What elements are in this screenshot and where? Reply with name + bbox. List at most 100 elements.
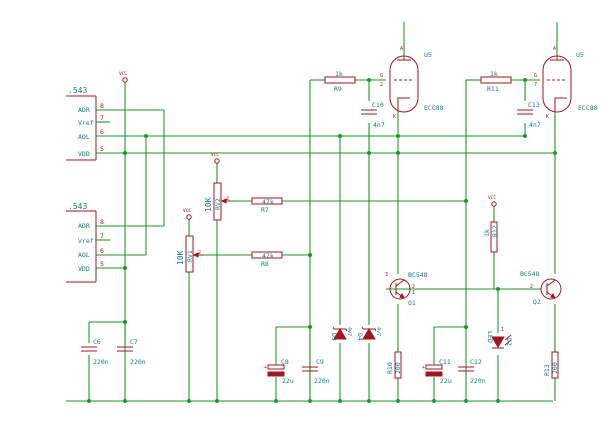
svg-text:6: 6 bbox=[100, 128, 104, 136]
svg-text:6: 6 bbox=[100, 247, 104, 255]
resistor-r8: 47k R8 bbox=[251, 251, 283, 268]
svg-text:1k: 1k bbox=[490, 70, 498, 78]
svg-text:7: 7 bbox=[534, 82, 537, 88]
svg-text:10K: 10K bbox=[204, 197, 213, 212]
svg-text:1k: 1k bbox=[335, 70, 343, 78]
svg-text:47k: 47k bbox=[262, 252, 274, 260]
svg-text:RV2: RV2 bbox=[214, 198, 222, 210]
zener-diode-d4: D4 4v7 bbox=[356, 326, 381, 341]
svg-text:220n: 220n bbox=[470, 377, 486, 385]
svg-text:VCC: VCC bbox=[183, 208, 191, 214]
svg-text:220n: 220n bbox=[130, 358, 146, 366]
led-diode-d2: LED D2 1 bbox=[486, 327, 513, 349]
svg-text:K: K bbox=[546, 114, 549, 120]
vcc-symbol-2: VCC bbox=[211, 152, 220, 164]
svg-text:C10: C10 bbox=[372, 101, 384, 109]
svg-text:ADR: ADR bbox=[78, 106, 90, 114]
svg-text:2: 2 bbox=[530, 284, 533, 290]
svg-text:BC548: BC548 bbox=[408, 271, 428, 279]
svg-text:C13: C13 bbox=[528, 101, 540, 109]
svg-text:+: + bbox=[422, 365, 425, 371]
svg-text:D2: D2 bbox=[505, 338, 513, 346]
potentiometer-rv2: 2 10K RV2 bbox=[204, 182, 231, 221]
resistor-r12: R12 1k bbox=[483, 221, 499, 253]
capacitor-c12: C12 220n bbox=[458, 358, 486, 385]
capacitor-c7: C7 220n bbox=[117, 338, 146, 366]
capacitor-c6: C6 220n bbox=[81, 338, 109, 366]
svg-text:8: 8 bbox=[100, 218, 104, 226]
capacitor-c10: C10 4n7 bbox=[361, 101, 385, 129]
svg-text:Vref: Vref bbox=[78, 119, 94, 127]
transistor-q2: BC548 Q2 2 bbox=[520, 270, 562, 306]
tube-u5a: U5 ECC88 A G 2 K bbox=[380, 46, 444, 120]
svg-text:2: 2 bbox=[412, 284, 415, 290]
svg-text:4n7: 4n7 bbox=[529, 121, 541, 129]
svg-text:Q1: Q1 bbox=[408, 299, 416, 307]
svg-text:R9: R9 bbox=[334, 85, 342, 93]
resistor-r9: 1k R9 bbox=[324, 70, 356, 93]
svg-text:ECC88: ECC88 bbox=[424, 104, 444, 112]
svg-text:1k: 1k bbox=[483, 229, 491, 237]
capacitor-c11: + C11 22u bbox=[422, 358, 452, 385]
svg-text:C8: C8 bbox=[281, 358, 289, 366]
svg-text:4n7: 4n7 bbox=[373, 121, 385, 129]
svg-text:C9: C9 bbox=[316, 358, 324, 366]
svg-text:VCC: VCC bbox=[119, 71, 127, 77]
resistor-r11: 1k R11 bbox=[480, 70, 512, 93]
vcc-symbol-3: VCC bbox=[183, 208, 192, 220]
junctions bbox=[87, 78, 557, 403]
svg-text:22u: 22u bbox=[440, 377, 452, 385]
svg-text:LED: LED bbox=[486, 331, 494, 343]
svg-text:4v7: 4v7 bbox=[346, 327, 352, 336]
svg-text:R11: R11 bbox=[487, 85, 499, 93]
svg-text:+: + bbox=[264, 365, 267, 371]
svg-text:VDD: VDD bbox=[78, 150, 90, 158]
svg-text:D3: D3 bbox=[330, 333, 338, 341]
ic-block-1: .543 ADR Vref AOL VDD 8 7 6 5 bbox=[66, 86, 104, 161]
zener-diode-d3: D3 4v7 bbox=[330, 326, 352, 341]
capacitor-c8: + C8 22u bbox=[264, 358, 294, 385]
svg-text:C6: C6 bbox=[93, 338, 101, 346]
svg-text:2: 2 bbox=[380, 82, 383, 88]
svg-text:AOL: AOL bbox=[78, 133, 90, 141]
svg-text:U5: U5 bbox=[576, 51, 584, 59]
svg-text:5: 5 bbox=[100, 260, 104, 268]
svg-text:1: 1 bbox=[501, 327, 504, 333]
svg-text:7: 7 bbox=[100, 232, 104, 240]
svg-text:AOL: AOL bbox=[78, 251, 90, 259]
svg-text:R12: R12 bbox=[491, 225, 499, 237]
svg-text:C11: C11 bbox=[439, 358, 451, 366]
svg-text:200: 200 bbox=[394, 362, 402, 374]
svg-text:ADR: ADR bbox=[78, 222, 90, 230]
ic-1-name: .543 bbox=[68, 86, 87, 95]
svg-text:RV1: RV1 bbox=[186, 250, 194, 262]
ic-block-2: .543 ADR Vref AOL VDD 8 7 6 5 bbox=[66, 202, 104, 283]
svg-text:2: 2 bbox=[226, 196, 229, 202]
svg-text:R13: R13 bbox=[543, 364, 551, 376]
svg-text:220n: 220n bbox=[314, 377, 330, 385]
svg-text:200: 200 bbox=[551, 362, 559, 374]
svg-text:U5: U5 bbox=[424, 51, 432, 59]
svg-text:D4: D4 bbox=[356, 333, 364, 341]
vcc-symbol-1: VCC bbox=[119, 71, 128, 83]
svg-text:VCC: VCC bbox=[488, 195, 496, 201]
svg-text:3: 3 bbox=[385, 272, 388, 278]
tube-u5b: U5 ECC88 A G 7 K bbox=[534, 46, 598, 120]
capacitor-c13: C13 4n7 bbox=[517, 101, 541, 129]
svg-text:C12: C12 bbox=[470, 358, 482, 366]
svg-text:R7: R7 bbox=[261, 206, 269, 214]
svg-text:C7: C7 bbox=[130, 338, 138, 346]
svg-text:4v7: 4v7 bbox=[375, 327, 381, 336]
vcc-symbol-4: VCC bbox=[488, 195, 497, 207]
svg-text:5: 5 bbox=[100, 145, 104, 153]
transistor-q1: BC548 Q1 3 2 1 bbox=[385, 271, 428, 307]
ic-2-name: .543 bbox=[68, 202, 87, 211]
wires bbox=[66, 22, 558, 402]
capacitor-c9: C9 220n bbox=[302, 358, 330, 385]
svg-text:VCC: VCC bbox=[211, 152, 219, 158]
svg-text:BC548: BC548 bbox=[520, 270, 540, 278]
resistor-r13: R13 200 bbox=[543, 351, 559, 379]
svg-text:8: 8 bbox=[100, 102, 104, 110]
svg-text:R10: R10 bbox=[386, 362, 394, 374]
